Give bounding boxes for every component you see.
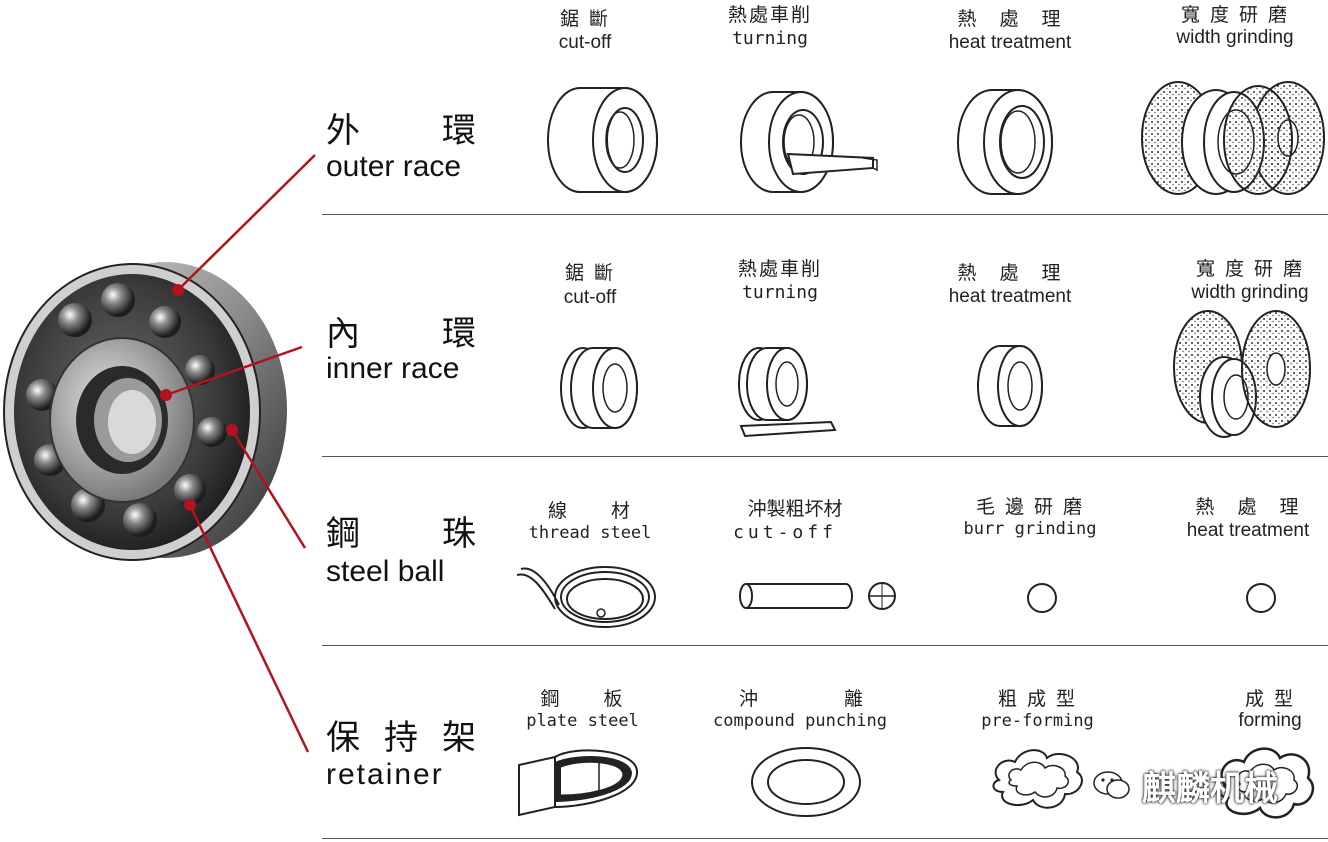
row-divider xyxy=(322,838,1328,839)
retainer-label-zh: 保持架 xyxy=(326,718,476,758)
compound-punched-ring-drawing xyxy=(751,747,861,817)
inner-race-cutoff-drawing xyxy=(560,347,638,429)
step-label-en: turning xyxy=(742,282,818,303)
inner-race-label-en: inner race xyxy=(326,352,460,385)
step-label-en: turning xyxy=(732,28,808,49)
step-label-zh: 線 材 xyxy=(547,500,632,522)
step-label-zh: 熱處車削 xyxy=(727,4,812,26)
step-label-zh: 成 型 xyxy=(1244,688,1296,710)
step-label-zh: 熱處車削 xyxy=(737,258,822,280)
step-label-en: width grinding xyxy=(1191,282,1309,303)
outer-race-width-grinding-drawing xyxy=(1141,81,1325,195)
step-label-zh: 沖 離 xyxy=(738,688,865,710)
pre-formed-retainer-drawing xyxy=(992,749,1083,809)
inner-race-label-zh: 內環 xyxy=(326,314,476,354)
step-label-en: plate steel xyxy=(526,711,639,731)
step-label-en: compound punching xyxy=(713,711,887,731)
step-label-zh: 毛 邊 研 磨 xyxy=(975,496,1085,518)
step-label-zh: 鋸 斷 xyxy=(559,8,611,30)
inner-race-turning-drawing xyxy=(738,347,837,438)
formed-retainer-drawing xyxy=(1218,747,1315,819)
steel-balls xyxy=(26,283,227,537)
step-label-zh: 鋸 斷 xyxy=(564,262,616,284)
step-label-en: cut-off xyxy=(563,287,617,308)
row-divider xyxy=(322,645,1328,646)
outer-race-cutoff-drawing xyxy=(547,87,658,193)
step-label-zh: 沖製粗坏材 xyxy=(747,498,843,520)
inner-race-width-grinding-drawing xyxy=(1173,310,1311,438)
outer-race-heat-treatment-drawing xyxy=(957,89,1053,195)
step-label-en: thread steel xyxy=(528,523,652,543)
step-label-zh: 熱 處 理 xyxy=(957,262,1063,284)
step-label-en: pre-forming xyxy=(981,711,1094,731)
step-label-zh: 熱 處 理 xyxy=(957,8,1063,30)
cut-off-rod-drawing xyxy=(739,582,896,610)
step-label-en: heat treatment xyxy=(948,286,1072,307)
steel-ball-label-en: steel ball xyxy=(326,555,445,588)
outer-race-label-en: outer race xyxy=(326,150,462,183)
step-label-en: forming xyxy=(1238,710,1302,731)
thread-steel-drawing xyxy=(516,566,656,628)
step-label-zh: 粗 成 型 xyxy=(997,688,1078,710)
step-label-en: width grinding xyxy=(1176,27,1294,48)
watermark: 麒麟机械 xyxy=(1092,760,1292,810)
step-label-zh: 寬 度 研 磨 xyxy=(1195,258,1305,280)
outer-race-label-zh: 外環 xyxy=(326,111,476,151)
step-label-en: heat treatment xyxy=(1186,520,1310,541)
bearing-illustration xyxy=(3,262,287,561)
row-divider xyxy=(322,214,1328,215)
step-label-en: burr grinding xyxy=(963,519,1097,539)
step-label-en: heat treatment xyxy=(948,32,1072,53)
step-label-zh: 鋼 板 xyxy=(540,688,625,710)
outer-race-turning-drawing xyxy=(740,91,878,193)
inner-race-heat-treatment-drawing xyxy=(977,345,1043,427)
step-label-en: cut-off xyxy=(733,522,837,543)
step-label-zh: 熱 處 理 xyxy=(1195,496,1301,518)
step-label-zh: 寬 度 研 磨 xyxy=(1180,4,1290,26)
row-divider xyxy=(322,456,1328,457)
plate-steel-drawing xyxy=(518,749,639,817)
retainer-label-en: retainer xyxy=(326,758,444,791)
steel-ball-label-zh: 鋼珠 xyxy=(326,514,476,554)
step-label-en: cut-off xyxy=(558,32,612,53)
burr-ground-ball-drawing xyxy=(1027,583,1057,613)
heat-treated-ball-drawing xyxy=(1246,583,1276,613)
wechat-icon xyxy=(1093,771,1130,799)
watermark-text: 麒麟机械 xyxy=(1142,768,1278,809)
